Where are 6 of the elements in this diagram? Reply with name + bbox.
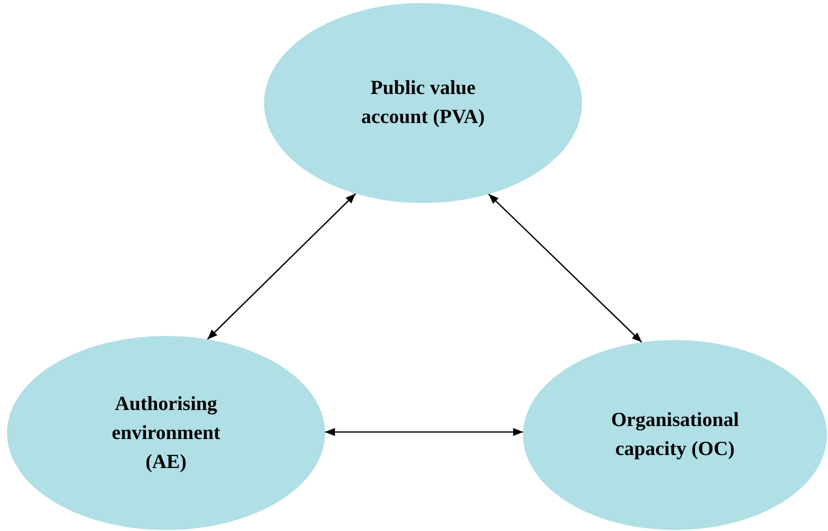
double-arrow (206, 193, 356, 340)
node-label: Organisational capacity (OC) (610, 408, 740, 462)
node-label: Public value account (PVA) (360, 76, 486, 130)
node-label: Authorising environment (AE) (110, 392, 222, 474)
double-arrow (325, 428, 524, 436)
double-arrow (488, 194, 642, 343)
